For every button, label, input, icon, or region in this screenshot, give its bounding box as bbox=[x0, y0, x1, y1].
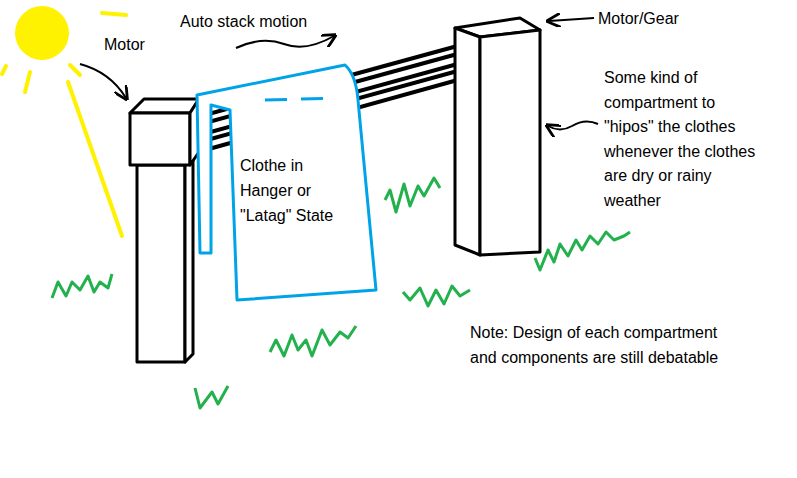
sun-ray bbox=[25, 72, 30, 92]
grass-tuft bbox=[535, 232, 630, 270]
grass-tuft bbox=[195, 386, 228, 408]
node-text: Clothe in Hanger or "Latag" State bbox=[240, 153, 350, 228]
compartment-side bbox=[455, 28, 480, 255]
callout-label: Auto stack motion bbox=[180, 10, 350, 35]
cloth-node: Clothe in Hanger or "Latag" State bbox=[190, 60, 385, 305]
sun-ray bbox=[2, 66, 6, 74]
leader-arrow bbox=[80, 64, 126, 98]
cloth-shape bbox=[197, 65, 376, 300]
grass-tuft bbox=[385, 178, 440, 212]
sun bbox=[15, 6, 69, 60]
grass-tuft bbox=[270, 326, 356, 356]
sun-ray bbox=[102, 13, 126, 15]
hidden-rod-dash bbox=[265, 98, 337, 100]
callout-label: Note: Design of each compartment and com… bbox=[470, 321, 732, 370]
grass-tuft bbox=[52, 274, 112, 298]
leader-arrow bbox=[549, 18, 594, 21]
callout-label: Motor bbox=[104, 33, 164, 58]
callout-label: Some kind of compartment to "hipos" the … bbox=[604, 66, 764, 213]
right-compartment bbox=[455, 18, 540, 255]
left-post bbox=[130, 99, 199, 362]
grass-tuft bbox=[403, 286, 470, 306]
motor-cap-top bbox=[130, 99, 199, 113]
leader-arrow bbox=[548, 121, 598, 129]
node-text-group: Clothe in Hanger or "Latag" State bbox=[240, 153, 350, 228]
post-side bbox=[185, 156, 193, 362]
leader-arrow bbox=[236, 36, 334, 48]
sun-ray bbox=[68, 82, 122, 236]
post-front bbox=[137, 165, 185, 362]
compartment-front bbox=[480, 30, 540, 255]
motor-cap-front bbox=[130, 113, 190, 165]
callout-label: Motor/Gear bbox=[598, 7, 708, 32]
sun-ray bbox=[70, 65, 80, 75]
